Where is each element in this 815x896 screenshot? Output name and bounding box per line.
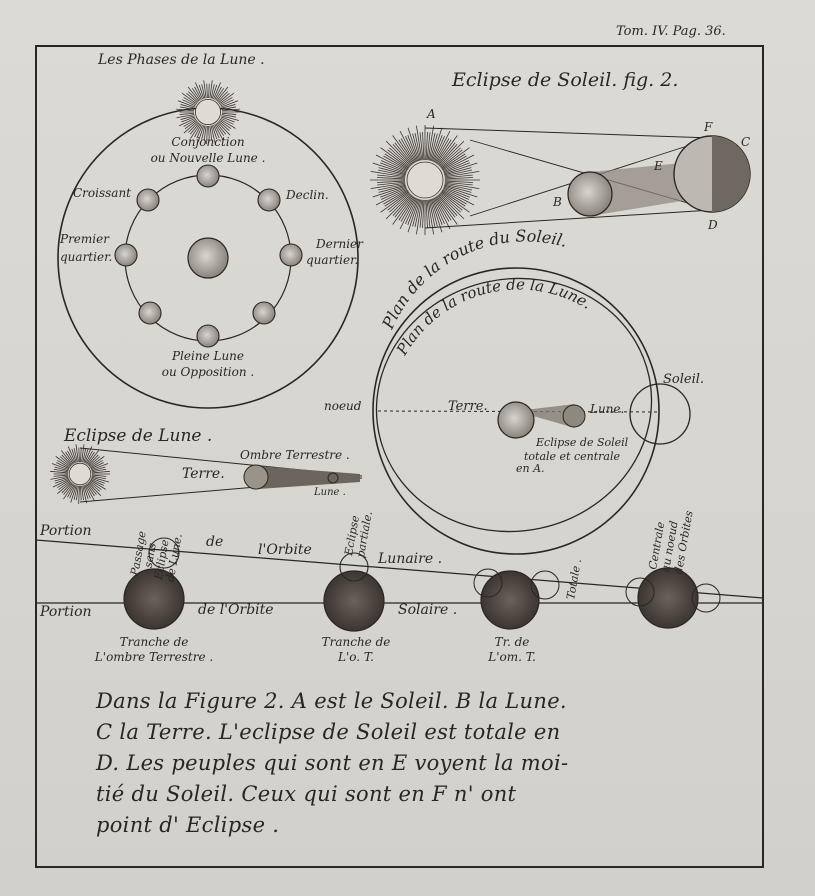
moon-passage-icon (148, 537, 180, 569)
ombre-cone (258, 466, 360, 489)
tranche3-label-1: Tr. de (495, 635, 530, 649)
sun-route-circle (372, 267, 660, 555)
lunar-terre-label: Terre. (182, 466, 225, 482)
terre-label: Terre. (448, 399, 488, 414)
orbits-diagram: Portion de l'Orbite Lunaire . Portion de… (35, 509, 764, 664)
ombre-label: Ombre Terrestre . (240, 448, 350, 462)
letter-f: F (703, 120, 713, 134)
caption-line: C la Terre. L'eclipse de Soleil est tota… (96, 720, 561, 744)
lune-icon (562, 404, 586, 428)
eclipse-note-2: totale et centrale (524, 450, 620, 463)
moon-icon (252, 301, 276, 325)
caption-line: Dans la Figure 2. A est le Soleil. B la … (96, 689, 567, 713)
portion-solaire-3: Solaire . (398, 602, 457, 618)
tranche2-label-1: Tranche de (322, 635, 391, 649)
moon-icon (114, 243, 138, 267)
moon-totale-icon (530, 570, 560, 600)
letter-a: A (426, 107, 436, 121)
moon-centrale-icon (625, 577, 655, 607)
phases-title: Les Phases de la Lune . (97, 52, 265, 68)
page-reference: Tom. IV. Pag. 36. (616, 24, 726, 39)
earth-shadow-slice-1 (123, 568, 185, 630)
totale-label: Totale . (564, 558, 584, 601)
tranche3-label-2: L'om. T. (487, 650, 536, 664)
portion-solaire-1: Portion (39, 604, 92, 620)
sun-icon (176, 80, 240, 144)
earth-c-shaded-half (712, 136, 750, 212)
passage-label: Passage sans Eclipse de Lune. (128, 530, 185, 583)
moon-icon (196, 164, 220, 188)
moon-icon (136, 188, 160, 212)
portion-lunaire-1: Portion (39, 523, 92, 539)
tranche1-label-1: Tranche de (120, 635, 189, 649)
plate-frame (35, 45, 764, 868)
lunar-eclipse-title: Eclipse de Lune . (63, 426, 212, 446)
moon-icon (138, 301, 162, 325)
letter-c: C (741, 135, 750, 149)
pleine-lune-label-2: ou Opposition . (162, 365, 254, 379)
conjonction-label-1: Conjonction (171, 135, 244, 149)
croissant-label: Croissant (73, 186, 131, 200)
letter-e: E (653, 159, 663, 173)
orbit-planes-diagram: Plan de la route du Soleil. Plan de la r… (324, 226, 704, 555)
ray-line (424, 127, 713, 139)
tranche2-label-2: L'o. T. (337, 650, 374, 664)
moon-partial-icon (339, 552, 369, 582)
conjonction-label-2: ou Nouvelle Lune . (151, 151, 266, 165)
moon-centrale-icon (691, 583, 721, 613)
earth-shadow-slice-3 (480, 570, 540, 630)
sun-a-icon (370, 125, 480, 235)
portion-lunaire-2: de (206, 534, 223, 550)
eclipse-note-1: Eclipse de Soleil (535, 436, 629, 449)
soleil-icon (629, 383, 691, 445)
ray-line (424, 209, 713, 229)
moon-phases-diagram: Les Phases de la Lune . Conjonction ou N… (57, 52, 364, 409)
phase-moons (114, 164, 303, 348)
pleine-lune-label-1: Pleine Lune (171, 349, 244, 363)
declin-label: Declin. (285, 188, 329, 202)
earth-shadow-slice-2 (323, 570, 385, 632)
svg-text:sans: sans (142, 542, 159, 569)
svg-text:Totale .: Totale . (564, 558, 584, 601)
earth-shadow-slice-4 (637, 567, 699, 629)
earth-icon (243, 464, 269, 490)
solar-eclipse-figure: Eclipse de Soleil. fig. 2. A B C D E F (370, 69, 751, 235)
caption-line: tié du Soleil. Ceux qui sont en F n' ont (96, 782, 517, 806)
letter-d: D (707, 218, 718, 232)
soleil-label: Soleil. (663, 372, 704, 387)
fig2-title: Eclipse de Soleil. fig. 2. (451, 69, 678, 91)
dernier-label-1: Dernier (315, 237, 364, 251)
moon-icon (327, 472, 339, 484)
portion-lunaire-4: Lunaire . (377, 551, 442, 567)
moon-totale-icon (473, 568, 503, 598)
caption-line: D. Les peuples qui sont en E voyent la m… (96, 751, 569, 775)
noeud-label: noeud (324, 399, 362, 413)
moon-route-ellipse (375, 277, 653, 533)
portion-lunaire-3: l'Orbite (258, 542, 312, 558)
lunar-eclipse-diagram: Eclipse de Lune . Ombre Terrestre . Terr… (50, 426, 363, 504)
premier-label-1: Premier (59, 232, 110, 246)
caption-line: point d' Eclipse . (96, 813, 280, 837)
lune-label: Lune. (589, 402, 624, 416)
moon-icon (196, 324, 220, 348)
node-line (377, 410, 661, 413)
centrale-label: Centrale au noeud des Orbites (646, 509, 696, 575)
moon-b-icon (567, 171, 613, 217)
earth-icon (187, 237, 229, 279)
moon-icon (279, 243, 303, 267)
sun-icon (50, 444, 110, 504)
partiale-label: Eclipse partiale. (342, 510, 375, 558)
portion-solaire-2: de l'Orbite (198, 602, 274, 618)
dernier-label-2: quartier. (306, 253, 358, 267)
premier-label-2: quartier. (60, 250, 112, 264)
terre-icon (497, 401, 535, 439)
lunar-lune-label: Lune . (313, 487, 346, 498)
eclipse-note-3: en A. (516, 462, 545, 475)
moon-icon (257, 188, 281, 212)
letter-b: B (552, 195, 562, 209)
caption: Dans la Figure 2. A est le Soleil. B la … (96, 686, 696, 841)
tranche1-label-2: L'ombre Terrestre . (94, 650, 213, 664)
